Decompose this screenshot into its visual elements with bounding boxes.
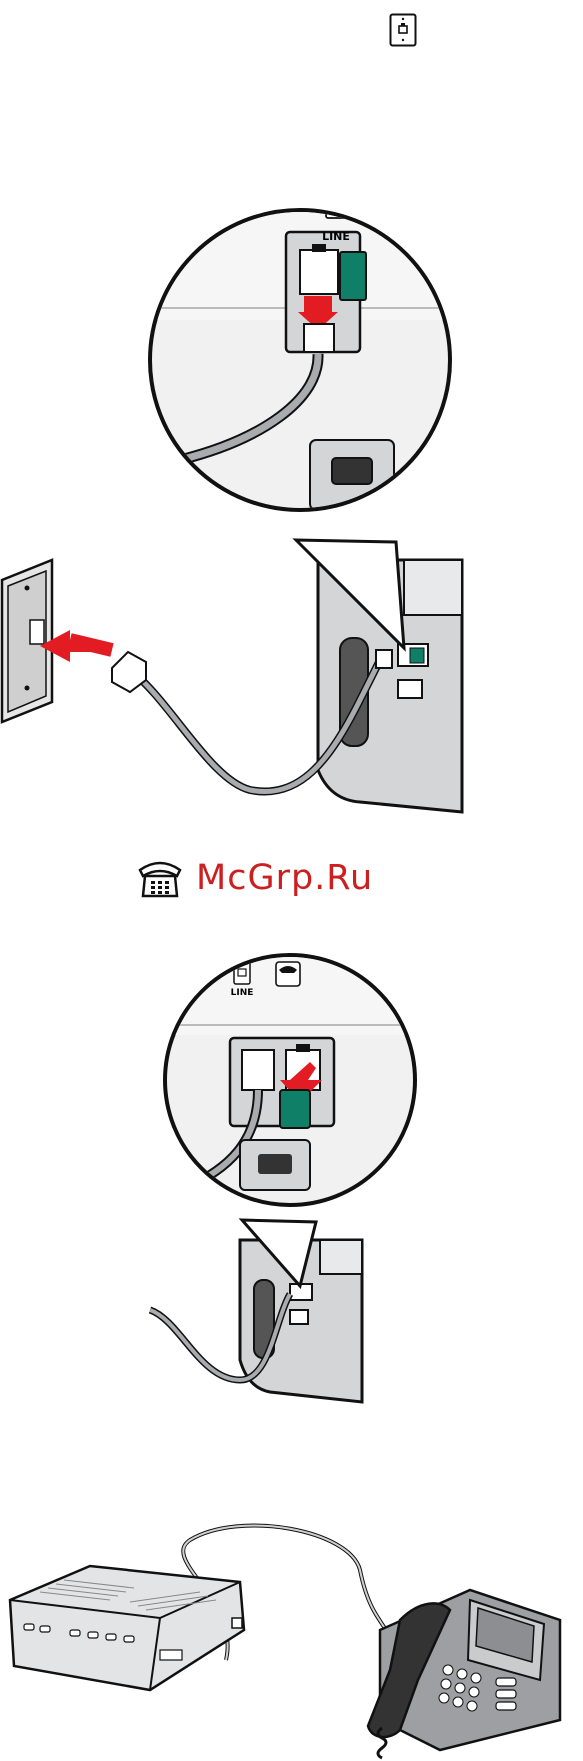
wall-jack-icon [389,13,417,47]
figure-line-connection: LINE [0,140,583,820]
figure-answering-machine-telephone [0,1500,583,1761]
watermark-text: McGrp.Ru [196,858,373,898]
phone-logo-icon [137,858,183,898]
line-port-label-2: LINE [231,988,254,998]
line-port-label: LINE [322,230,350,243]
figure-phone-connection: LINE [140,940,440,1410]
